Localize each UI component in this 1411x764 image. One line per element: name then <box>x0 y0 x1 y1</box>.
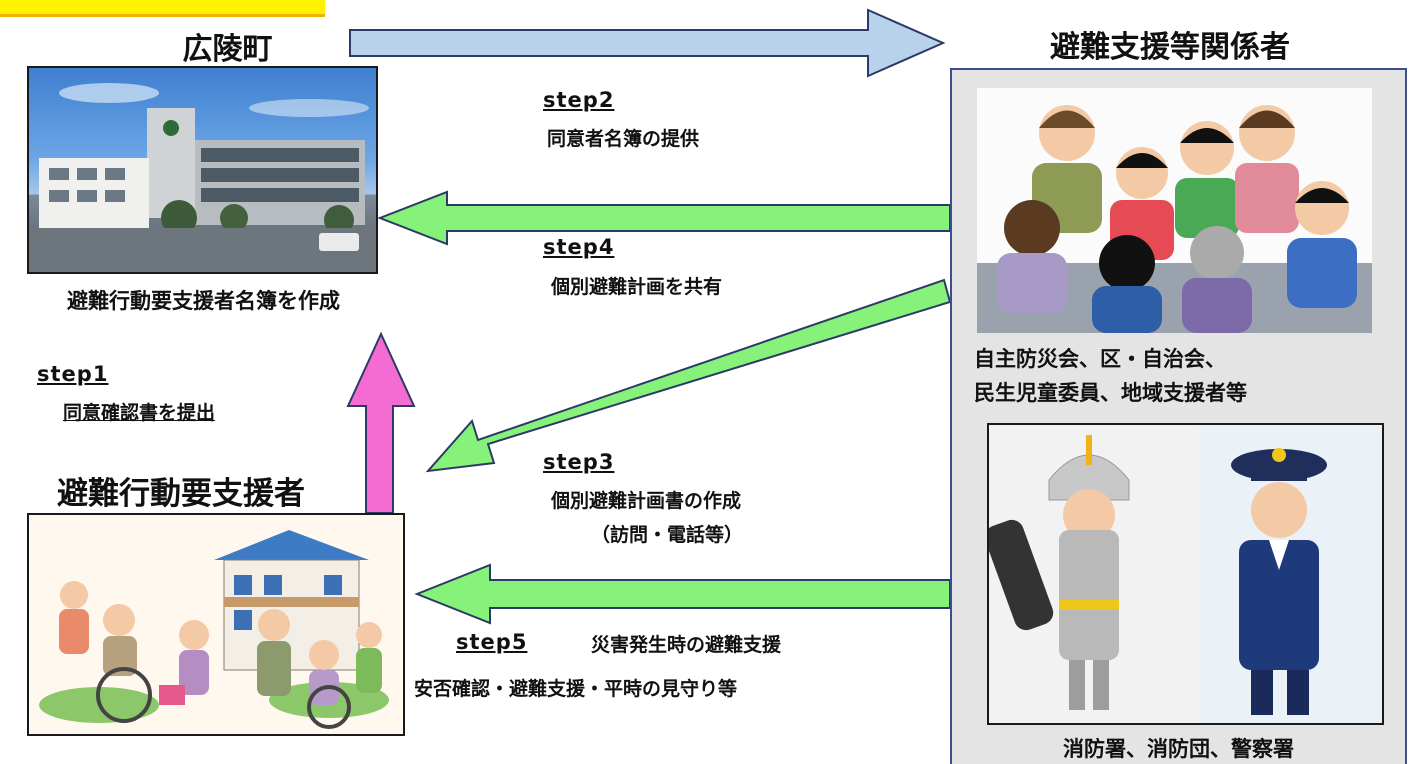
step5-text: 安否確認・避難支援・平時の見守り等 <box>414 678 738 700</box>
arrow-step1-submit <box>346 331 416 514</box>
step5-title: 災害発生時の避難支援 <box>591 634 782 656</box>
townhall-caption: 避難行動要支援者名簿を作成 <box>67 289 340 313</box>
town-heading: 広陵町 <box>182 32 273 67</box>
community-groups-caption: 自主防災会、区・自治会、 民生児童委員、地域支援者等 <box>974 342 1384 410</box>
firefighter-police-illustration <box>987 423 1384 725</box>
responders-caption: 消防署、消防団、警察署 <box>1063 737 1294 761</box>
community-groups-caption-line2: 民生児童委員、地域支援者等 <box>974 381 1247 405</box>
step3-text: 個別避難計画書の作成 <box>551 490 742 512</box>
step3-subtext: （訪問・電話等） <box>591 524 744 546</box>
townhall-photo <box>27 66 378 274</box>
corner-label-strip <box>0 0 325 17</box>
arrow-step3-plan <box>425 278 952 473</box>
person-needing-support-heading: 避難行動要支援者 <box>57 476 305 512</box>
community-groups-caption-line1: 自主防災会、区・自治会、 <box>974 347 1226 371</box>
step5-label: step5 <box>456 630 528 654</box>
community-meeting-illustration <box>977 88 1372 333</box>
arrow-step5-support <box>414 563 951 625</box>
arrow-step4-share <box>377 190 951 246</box>
step2-label: step2 <box>543 88 615 112</box>
step3-label: step3 <box>543 450 615 474</box>
step1-label: step1 <box>37 362 109 386</box>
step4-text: 個別避難計画を共有 <box>551 276 723 298</box>
step2-text: 同意者名簿の提供 <box>547 128 700 150</box>
elderly-people-illustration <box>27 513 405 736</box>
support-parties-heading: 避難支援等関係者 <box>1050 30 1290 65</box>
step4-label: step4 <box>543 235 615 259</box>
step1-text: 同意確認書を提出 <box>63 402 216 424</box>
arrow-town-to-support <box>349 8 946 78</box>
